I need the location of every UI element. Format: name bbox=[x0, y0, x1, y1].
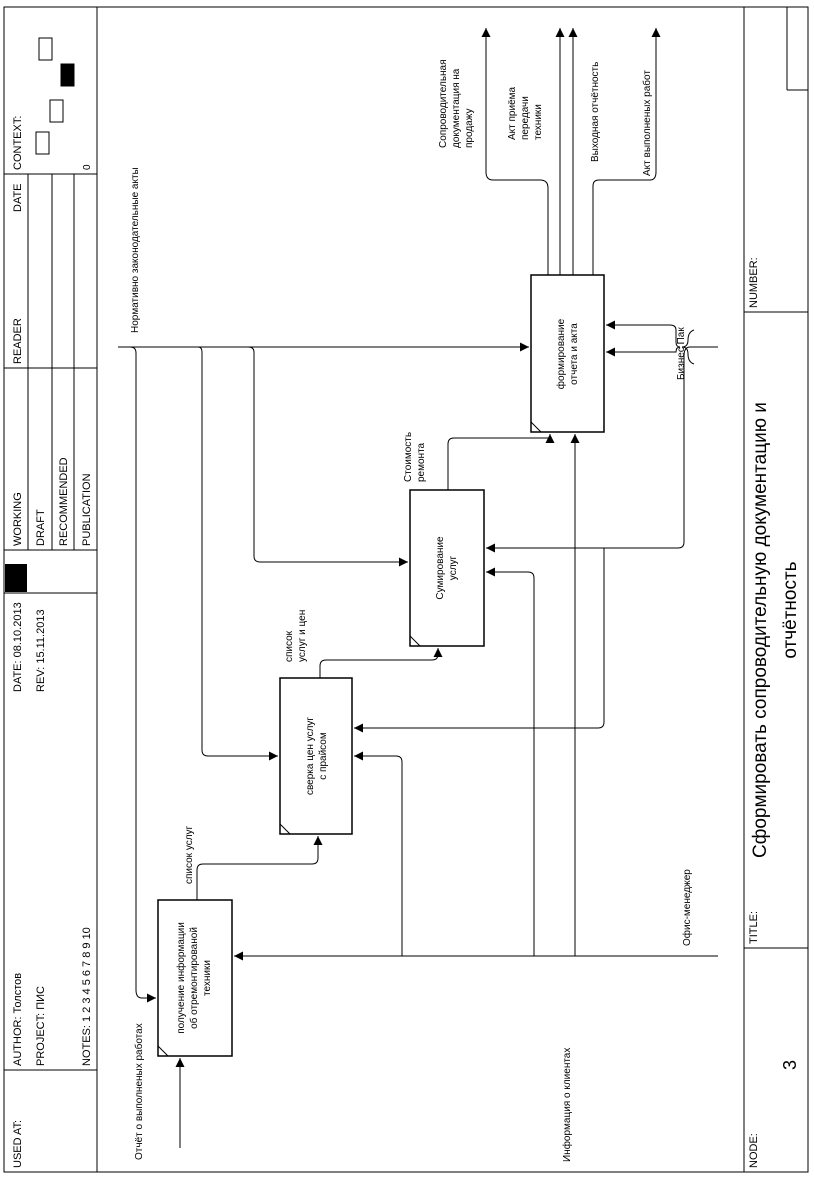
box-1-line-1: получение информации bbox=[175, 922, 187, 1034]
working-marker bbox=[5, 564, 27, 592]
title-label: TITLE: bbox=[748, 911, 760, 944]
box-2-line-2: с прайсом bbox=[318, 732, 329, 780]
label-client-info: Информация о клиентах bbox=[561, 1048, 573, 1162]
date-text: DATE: 08.10.2013 bbox=[12, 602, 24, 692]
arrow-normative-to-box3[interactable] bbox=[247, 346, 408, 567]
label-service-price-1: список bbox=[284, 630, 295, 662]
arrow-normative-to-box2[interactable] bbox=[197, 346, 278, 761]
notes-text: NOTES: 1 2 3 4 5 6 7 8 9 10 bbox=[81, 927, 93, 1066]
label-service-list: список услуг bbox=[184, 825, 195, 884]
arrow-box2-to-box3[interactable] bbox=[319, 648, 443, 678]
label-out-docs-2: документация на bbox=[451, 68, 462, 148]
page-frame bbox=[3, 6, 809, 1173]
box-1-line-3: техники bbox=[202, 960, 213, 996]
box-4-line-1: формирование bbox=[555, 318, 567, 389]
box-1-line-2: об отремонтированой bbox=[188, 927, 200, 1029]
box-4-line-2: отчета и акта bbox=[569, 323, 580, 385]
context-node-number: 0 bbox=[82, 164, 93, 170]
label-repair-cost-2: ремонта bbox=[416, 442, 427, 482]
header-block bbox=[4, 173, 97, 1071]
node-number: 3 bbox=[780, 1060, 800, 1070]
box-2-line-1: сверка цен услуг bbox=[305, 717, 316, 795]
context-label: CONTEXT: bbox=[12, 116, 24, 170]
status-draft: DRAFT bbox=[35, 509, 47, 546]
node-label: NODE: bbox=[748, 1133, 760, 1168]
status-recommended: RECOMMENDED bbox=[58, 457, 70, 546]
activity-box-3[interactable]: Сумирование услуг bbox=[409, 489, 485, 647]
arrow-office-manager-to-box3[interactable] bbox=[486, 567, 535, 956]
author-text: AUTHOR: Толстов bbox=[12, 973, 24, 1066]
arrow-output-works[interactable] bbox=[592, 28, 661, 275]
title-line-2: отчётность bbox=[780, 561, 801, 658]
status-working: WORKING bbox=[12, 492, 24, 546]
title-line-1: Сформировать сопроводительную документац… bbox=[750, 402, 771, 858]
label-out-docs-3: продажу bbox=[464, 108, 475, 148]
label-out-act-1: Акт приёма bbox=[507, 86, 518, 140]
context-thumbnail bbox=[35, 37, 75, 155]
arrow-business-pak-to-box4-a[interactable] bbox=[606, 320, 681, 348]
reader-label: READER bbox=[12, 318, 24, 364]
arrow-office-manager-to-box2[interactable] bbox=[354, 751, 403, 956]
activity-box-4[interactable]: формирование отчета и акта bbox=[530, 274, 605, 433]
label-service-price-2: услуг и цен bbox=[297, 610, 308, 662]
status-publication: PUBLICATION bbox=[81, 473, 93, 546]
activity-box-2[interactable]: сверка цен услуг с прайсом bbox=[279, 677, 353, 835]
used-at-label: USED AT: bbox=[12, 1120, 24, 1168]
label-out-act-2: передачи bbox=[520, 96, 531, 140]
project-text: PROJECT: ПИС bbox=[35, 986, 47, 1066]
arrow-box3-to-box4[interactable] bbox=[447, 434, 555, 490]
label-out-act-3: техники bbox=[533, 104, 544, 140]
label-normative: Нормативно законодательные акты bbox=[130, 167, 141, 333]
footer-block bbox=[744, 7, 808, 949]
business-pak-bracket bbox=[681, 329, 695, 365]
label-business-pak: Бизнес Пак bbox=[676, 327, 687, 380]
label-out-works: Акт выполненых работ bbox=[641, 70, 653, 176]
date-column-label: DATE bbox=[12, 183, 24, 212]
label-out-report: Выходная отчётность bbox=[590, 62, 601, 162]
box-3-line-2: услуг bbox=[448, 555, 459, 580]
arrow-normative-to-box1[interactable] bbox=[129, 346, 156, 1003]
arrow-output-docs[interactable] bbox=[481, 28, 549, 275]
label-out-docs-1: Сопроводительная bbox=[438, 59, 449, 148]
activity-box-1[interactable]: получение информации об отремонтированой… bbox=[157, 899, 233, 1057]
rev-text: REV: 15.11.2013 bbox=[35, 609, 47, 692]
arrow-box1-to-box2[interactable] bbox=[196, 836, 323, 900]
label-office-manager: Офис-менеджер bbox=[681, 869, 693, 946]
box-3-line-1: Сумирование bbox=[435, 536, 446, 600]
arrow-business-pak-to-box2[interactable] bbox=[354, 548, 605, 733]
arrow-business-pak-to-box4-b[interactable] bbox=[606, 346, 681, 357]
number-label: NUMBER: bbox=[748, 257, 760, 308]
arrow-business-pak-to-box3[interactable] bbox=[486, 346, 691, 553]
label-repair-cost-1: Стоимость bbox=[403, 432, 414, 482]
label-report-in: Отчёт о выполненых работах bbox=[133, 1023, 145, 1160]
